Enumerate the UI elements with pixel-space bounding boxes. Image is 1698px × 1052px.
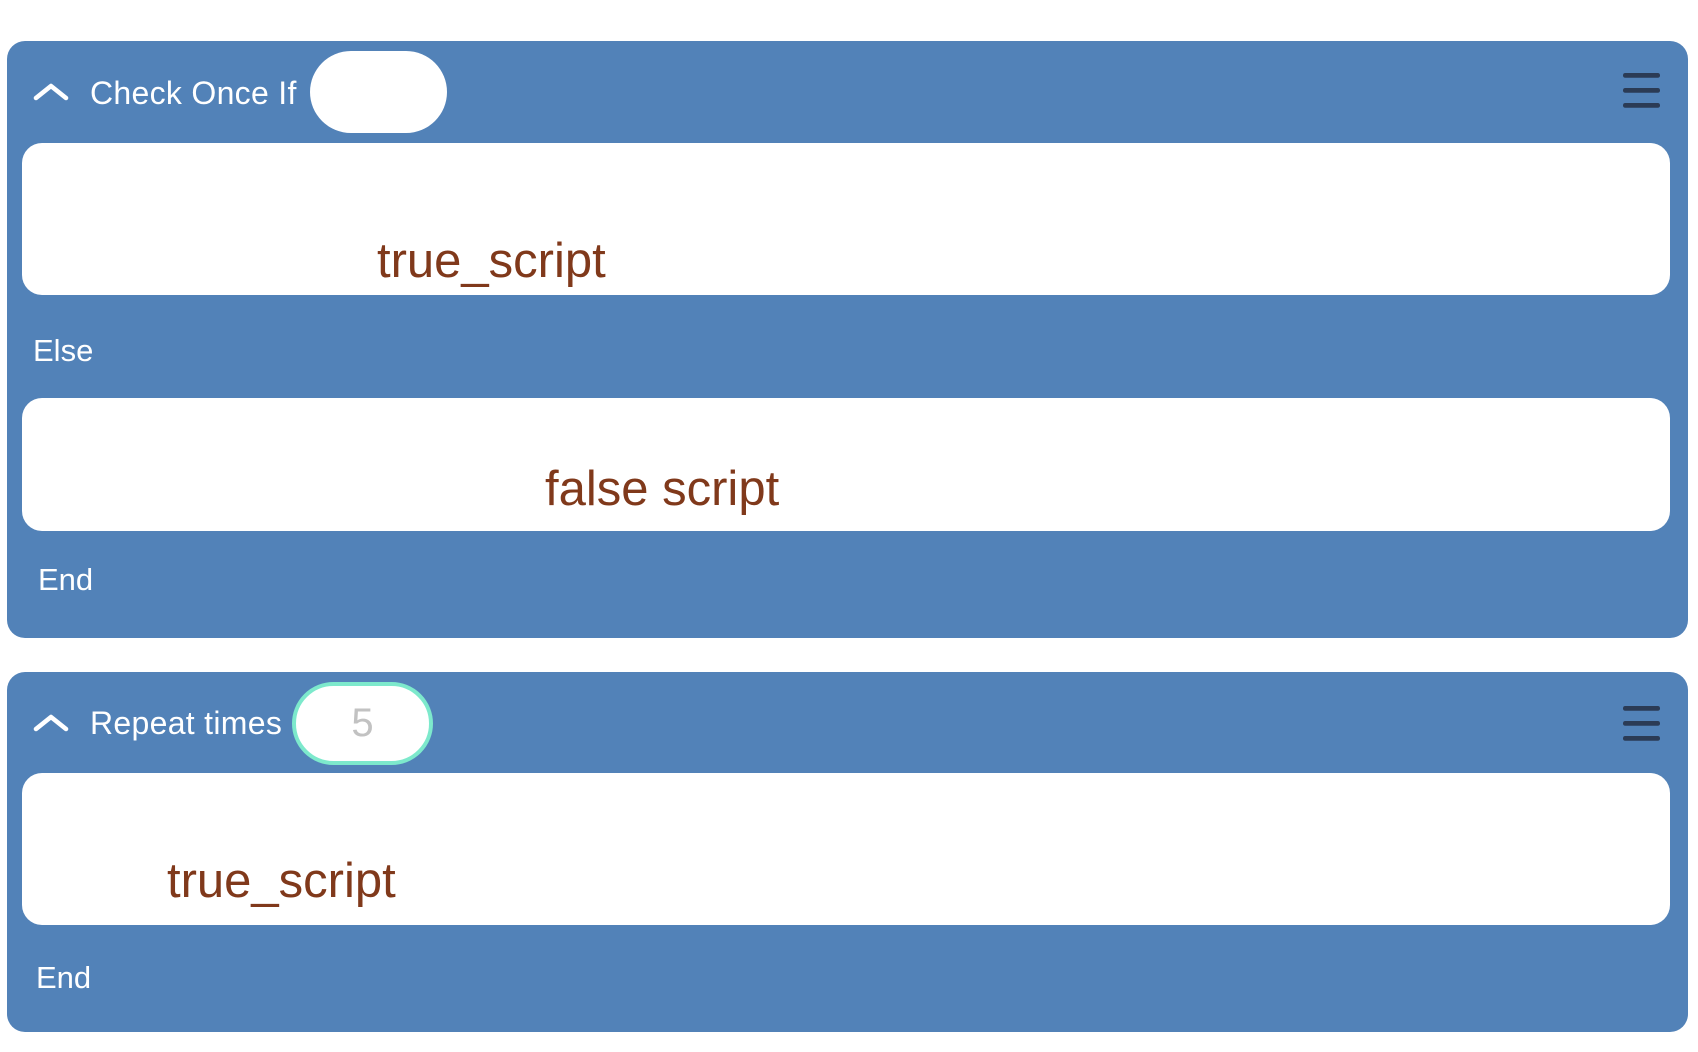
false-branch-script-area[interactable]: false script (22, 398, 1670, 531)
block-title: Repeat times (90, 705, 283, 741)
collapse-chevron-up-icon[interactable] (33, 81, 69, 103)
condition-param-input[interactable] (310, 51, 447, 133)
hamburger-menu-icon[interactable] (1623, 72, 1661, 110)
hamburger-menu-icon[interactable] (1623, 705, 1661, 743)
check-once-if-block[interactable]: Check Once If true_script Else false scr… (7, 41, 1688, 638)
collapse-chevron-up-icon[interactable] (33, 712, 69, 734)
repeat-count-param-input[interactable]: 5 (292, 682, 433, 765)
nested-script-block[interactable]: true_script (377, 234, 606, 288)
true-branch-script-area[interactable]: true_script (22, 143, 1670, 295)
nested-script-block[interactable]: true_script (167, 854, 396, 908)
repeat-body-script-area[interactable]: true_script (22, 773, 1670, 925)
end-label: End (36, 960, 92, 995)
end-label: End (38, 562, 94, 597)
block-title: Check Once If (90, 75, 297, 111)
nested-script-block[interactable]: false script (545, 462, 780, 516)
repeat-times-block[interactable]: Repeat times 5 true_script End (7, 672, 1688, 1032)
else-label: Else (33, 333, 94, 368)
